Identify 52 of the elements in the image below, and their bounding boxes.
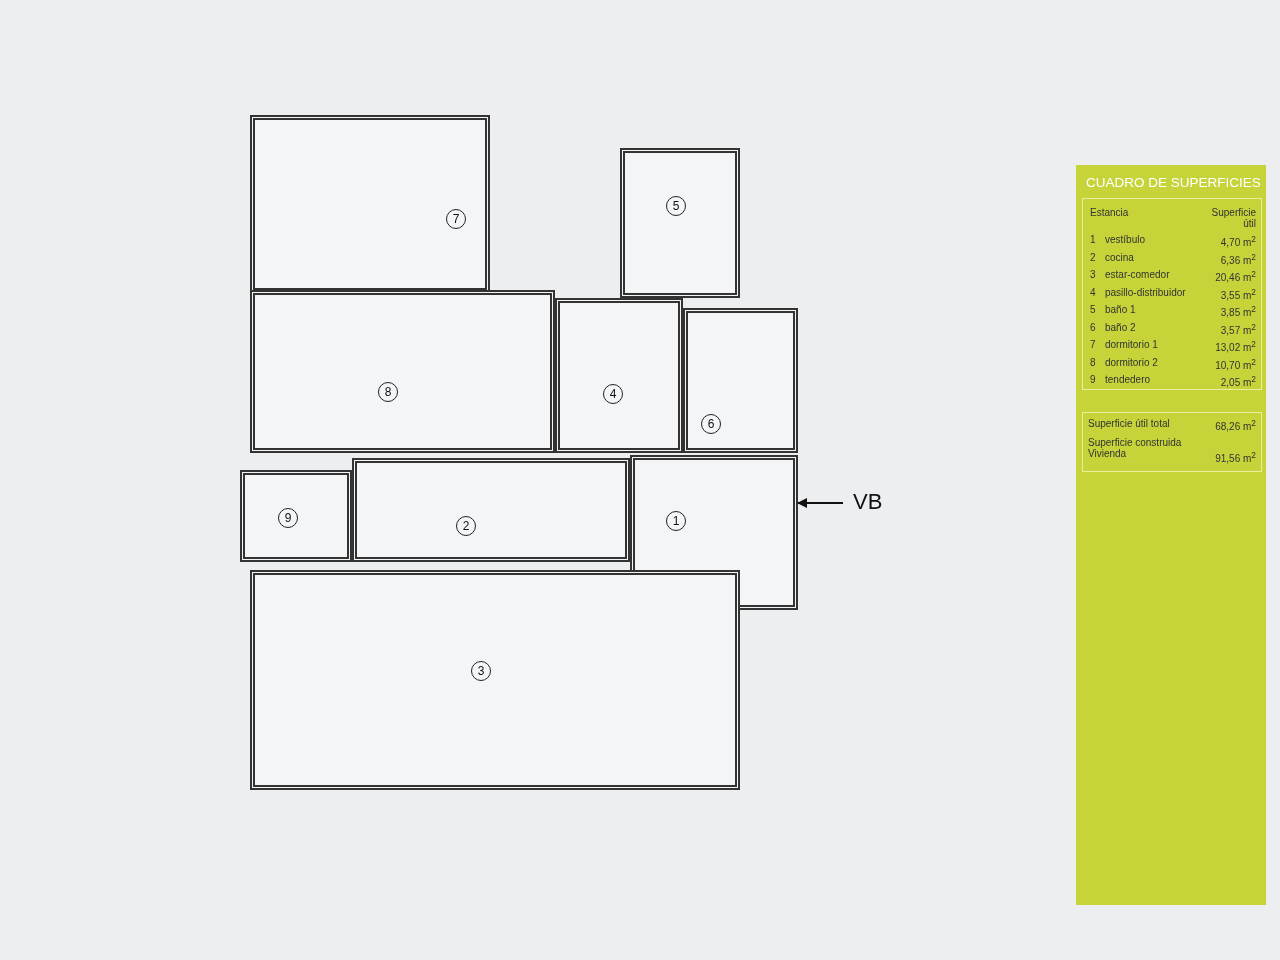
room-number: 7: [446, 209, 466, 229]
table-heading: CUADRO DE SUPERFICIES: [1086, 175, 1261, 190]
room-number: 6: [1090, 321, 1096, 333]
room-number: 6: [701, 414, 721, 434]
room-number: 9: [1090, 374, 1096, 385]
summary-label: Superficie útil total: [1088, 418, 1170, 429]
room-number: 5: [666, 196, 686, 216]
area-value: 3,55 m$^{2}$: [1220, 286, 1256, 301]
room-name: dormitorio 2: [1105, 356, 1158, 368]
room-outline: [352, 458, 630, 562]
room-name: cocina: [1105, 251, 1134, 263]
room-outline: [683, 308, 798, 453]
room-number: 4: [1090, 286, 1096, 298]
room-outline: [250, 290, 555, 453]
column-header: Superficie útil: [1210, 207, 1256, 229]
room-number: 7: [1090, 339, 1096, 350]
area-value: 3,85 m$^{2}$: [1220, 304, 1256, 319]
room-outline: [250, 115, 490, 293]
area-value: 10,70 m$^{2}$: [1215, 356, 1256, 371]
area-value: 68,26 m$^{2}$: [1215, 418, 1256, 433]
room-name: baño 2: [1105, 321, 1136, 333]
room-number: 1: [666, 511, 686, 531]
summary-label: Superficie construida Vivienda: [1088, 437, 1183, 459]
room-name: vestíbulo: [1105, 234, 1146, 245]
room-name: pasillo-distribuidor: [1105, 286, 1186, 298]
room-number: 4: [603, 384, 623, 404]
entrance-arrow: [797, 498, 844, 508]
room-number: 2: [1090, 251, 1096, 263]
area-value: 4,70 m$^{2}$: [1220, 234, 1256, 249]
area-value: 3,57 m$^{2}$: [1220, 321, 1256, 336]
room-outline: [240, 470, 352, 562]
area-value: 2,05 m$^{2}$: [1220, 374, 1256, 389]
area-value: 91,56 m$^{2}$: [1215, 450, 1256, 465]
room-number: 8: [378, 382, 398, 402]
room-number: 3: [1090, 269, 1096, 280]
room-name: baño 1: [1105, 304, 1136, 315]
room-name: estar-comedor: [1105, 269, 1170, 280]
area-value: 20,46 m$^{2}$: [1215, 269, 1256, 284]
room-number: 9: [278, 508, 298, 528]
room-outline: [250, 570, 740, 790]
room-number: 5: [1090, 304, 1096, 315]
room-number: 3: [471, 661, 491, 681]
area-value: 6,36 m$^{2}$: [1220, 251, 1256, 266]
room-number: 2: [456, 516, 476, 536]
room-outline: [620, 148, 740, 298]
room-name: tendedero: [1105, 374, 1151, 385]
room-outline: [555, 298, 683, 453]
room-name: dormitorio 1: [1105, 339, 1158, 350]
room-number: 1: [1090, 234, 1096, 245]
column-header: Estancia: [1090, 207, 1129, 218]
area-value: 13,02 m$^{2}$: [1215, 339, 1256, 354]
room-number: 8: [1090, 356, 1096, 368]
